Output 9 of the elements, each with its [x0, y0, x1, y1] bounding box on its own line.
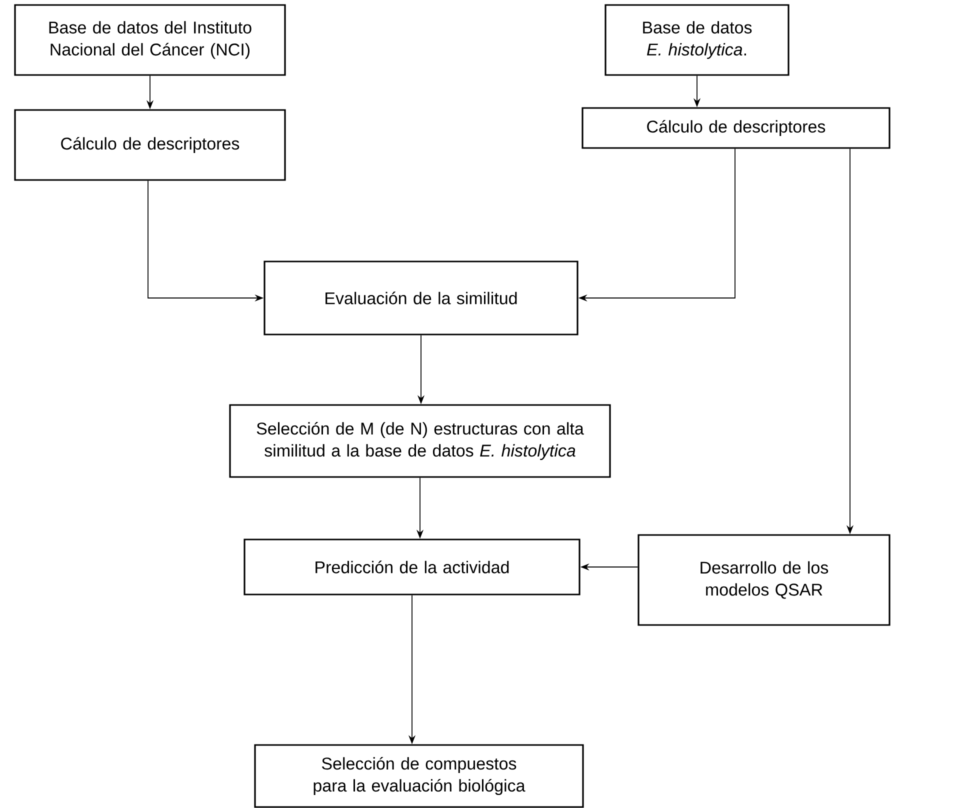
process-box: Base de datos E. histolytica. [604, 4, 790, 76]
process-box: Cálculo de descriptores [14, 109, 286, 181]
process-box: Evaluación de la similitud [264, 260, 578, 336]
process-box: Base de datos del Instituto Nacional del Cáncer (NCI) [14, 4, 286, 76]
process-box: Selección de M (de N) estructuras con alta similitud a la base de datos E. histolytica [229, 404, 611, 478]
process-box: Selección de compuestos para la evaluación biológica [254, 744, 584, 808]
process-box: Cálculo de descriptores [582, 107, 890, 149]
process-box: Predicción de la actividad [244, 538, 580, 596]
process-box: Desarrollo de los modelos QSAR [638, 534, 890, 626]
